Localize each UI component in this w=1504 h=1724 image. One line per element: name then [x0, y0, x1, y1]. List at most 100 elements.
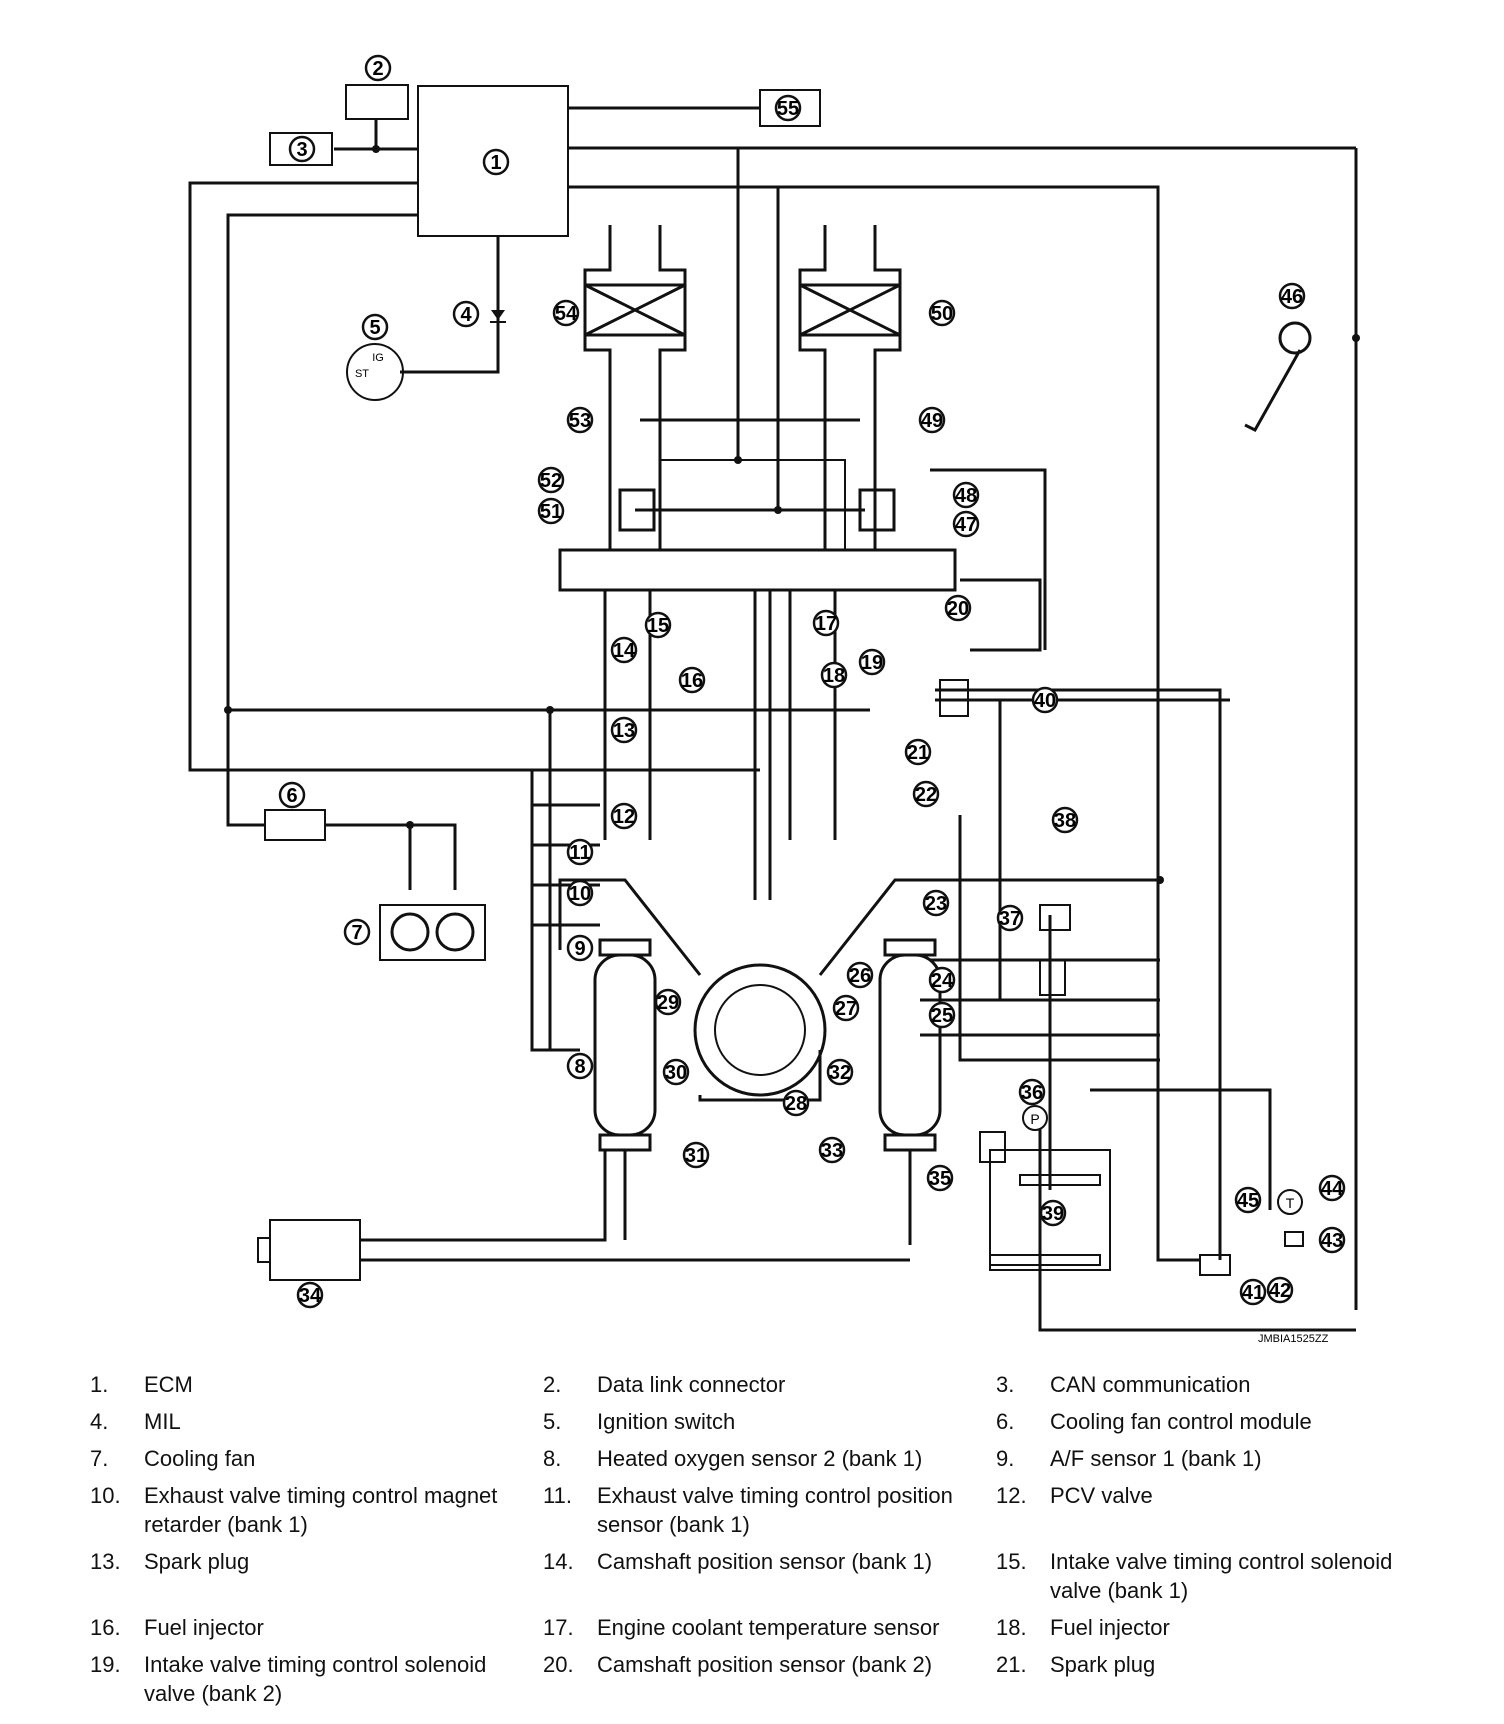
callout-label: 15 [647, 615, 669, 637]
callout-35: 35 [926, 1164, 954, 1192]
callout-47: 47 [952, 510, 980, 538]
legend-item: 11. Exhaust valve timing control position… [543, 1481, 996, 1539]
ecm-box [417, 85, 569, 237]
legend-number: 2. [543, 1372, 562, 1397]
callout-12: 12 [610, 802, 638, 830]
callout-label: 28 [785, 1093, 807, 1115]
callout-49: 49 [918, 406, 946, 434]
callout-39: 39 [1039, 1199, 1067, 1227]
engine-control-system-diagram: IG ST P T 123456789101112131415161718192… [188, 54, 1360, 1345]
legend-number: 15. [996, 1549, 1027, 1574]
callout-label: 29 [657, 992, 679, 1014]
legend-item: 15.Intake valve timing control solenoid … [996, 1547, 1449, 1605]
callout-label: 6 [286, 785, 297, 807]
callout-label: 17 [815, 613, 837, 635]
legend-text: Cooling fan control module [1050, 1409, 1312, 1434]
callout-label: 19 [861, 652, 883, 674]
callout-label: 32 [829, 1062, 851, 1084]
legend-text: MIL [144, 1409, 181, 1434]
callout-5: 5 [361, 313, 389, 341]
callout-label: 21 [907, 742, 929, 764]
callout-23: 23 [922, 889, 950, 917]
callout-51: 51 [537, 497, 565, 525]
callout-18: 18 [820, 661, 848, 689]
callout-label: 24 [931, 970, 954, 992]
callout-15: 15 [644, 611, 672, 639]
can-communication-box [269, 132, 333, 166]
callout-label: 8 [574, 1056, 585, 1078]
callout-label: 50 [931, 303, 953, 325]
callout-43: 43 [1318, 1226, 1346, 1254]
legend-number: 14. [543, 1549, 574, 1574]
callout-26: 26 [846, 961, 874, 989]
callout-50: 50 [928, 299, 956, 327]
callout-label: 52 [540, 470, 562, 492]
callout-label: 48 [955, 485, 977, 507]
callout-label: 26 [849, 965, 871, 987]
callout-22: 22 [912, 780, 940, 808]
legend-number: 11. [543, 1483, 572, 1508]
callout-25: 25 [928, 1001, 956, 1029]
legend-item: 10.Exhaust valve timing control magnet r… [90, 1481, 543, 1539]
callout-4: 4 [452, 300, 480, 328]
callout-label: 22 [915, 784, 937, 806]
callout-2: 2 [364, 54, 392, 82]
callout-label: 4 [460, 304, 472, 326]
legend-item: 8.Heated oxygen sensor 2 (bank 1) [543, 1444, 996, 1473]
callout-24: 24 [928, 966, 956, 994]
callout-53: 53 [566, 406, 594, 434]
callout-54: 54 [552, 299, 580, 327]
callout-label: 20 [947, 598, 969, 620]
callout-label: 54 [555, 303, 578, 325]
callout-label: 38 [1054, 810, 1076, 832]
callout-48: 48 [952, 481, 980, 509]
callout-30: 30 [662, 1058, 690, 1086]
junction-dots [224, 145, 1360, 884]
legend-number: 5. [543, 1409, 562, 1434]
legend-number: 3. [996, 1372, 1015, 1397]
legend-item: 20.Camshaft position sensor (bank 2) [543, 1650, 996, 1708]
legend-text: Ignition switch [597, 1409, 736, 1434]
callout-45: 45 [1234, 1186, 1262, 1214]
callout-31: 31 [682, 1141, 710, 1169]
callout-label: 11 [569, 842, 590, 864]
legend-item: 4.MIL [90, 1407, 543, 1436]
ignition-switch-icon: IG ST [355, 352, 384, 380]
legend-number: 16. [90, 1615, 121, 1640]
legend-text: Heated oxygen sensor 2 (bank 1) [597, 1446, 923, 1471]
callout-28: 28 [782, 1089, 810, 1117]
legend-text: Intake valve timing control solenoid val… [144, 1652, 487, 1706]
callout-label: 5 [369, 317, 380, 339]
callout-7: 7 [343, 918, 371, 946]
callout-label: 13 [613, 720, 635, 742]
callout-label: 14 [613, 640, 636, 662]
legend-number: 20. [543, 1652, 574, 1677]
callout-label: 3 [296, 139, 307, 161]
legend-text: Camshaft position sensor (bank 1) [597, 1549, 933, 1574]
callout-label: 39 [1042, 1203, 1064, 1225]
callout-32: 32 [826, 1058, 854, 1086]
callout-label: 40 [1034, 690, 1056, 712]
legend-number: 1. [90, 1372, 109, 1397]
legend-number: 21. [996, 1652, 1027, 1677]
legend-text: Exhaust valve timing control position se… [597, 1483, 953, 1537]
legend-item: 12.PCV valve [996, 1481, 1449, 1539]
legend-item: 14. Camshaft position sensor (bank 1) [543, 1547, 996, 1605]
callout-label: 10 [569, 883, 591, 905]
legend-text: Fuel injector [1050, 1615, 1170, 1640]
legend-item: 16.Fuel injector [90, 1613, 543, 1642]
callout-label: 51 [540, 501, 562, 523]
callout-27: 27 [832, 994, 860, 1022]
ignition-st-label: ST [355, 368, 369, 380]
callout-38: 38 [1051, 806, 1079, 834]
callout-52: 52 [537, 466, 565, 494]
callout-label: 43 [1321, 1230, 1343, 1252]
callout-label: 1 [490, 152, 501, 174]
legend-item: 1.ECM [90, 1370, 543, 1399]
legend-number: 10. [90, 1483, 121, 1508]
legend-text: Engine coolant temperature sensor [597, 1615, 940, 1640]
callout-label: 46 [1281, 286, 1303, 308]
callout-37: 37 [996, 904, 1024, 932]
callout-label: 34 [299, 1285, 322, 1307]
